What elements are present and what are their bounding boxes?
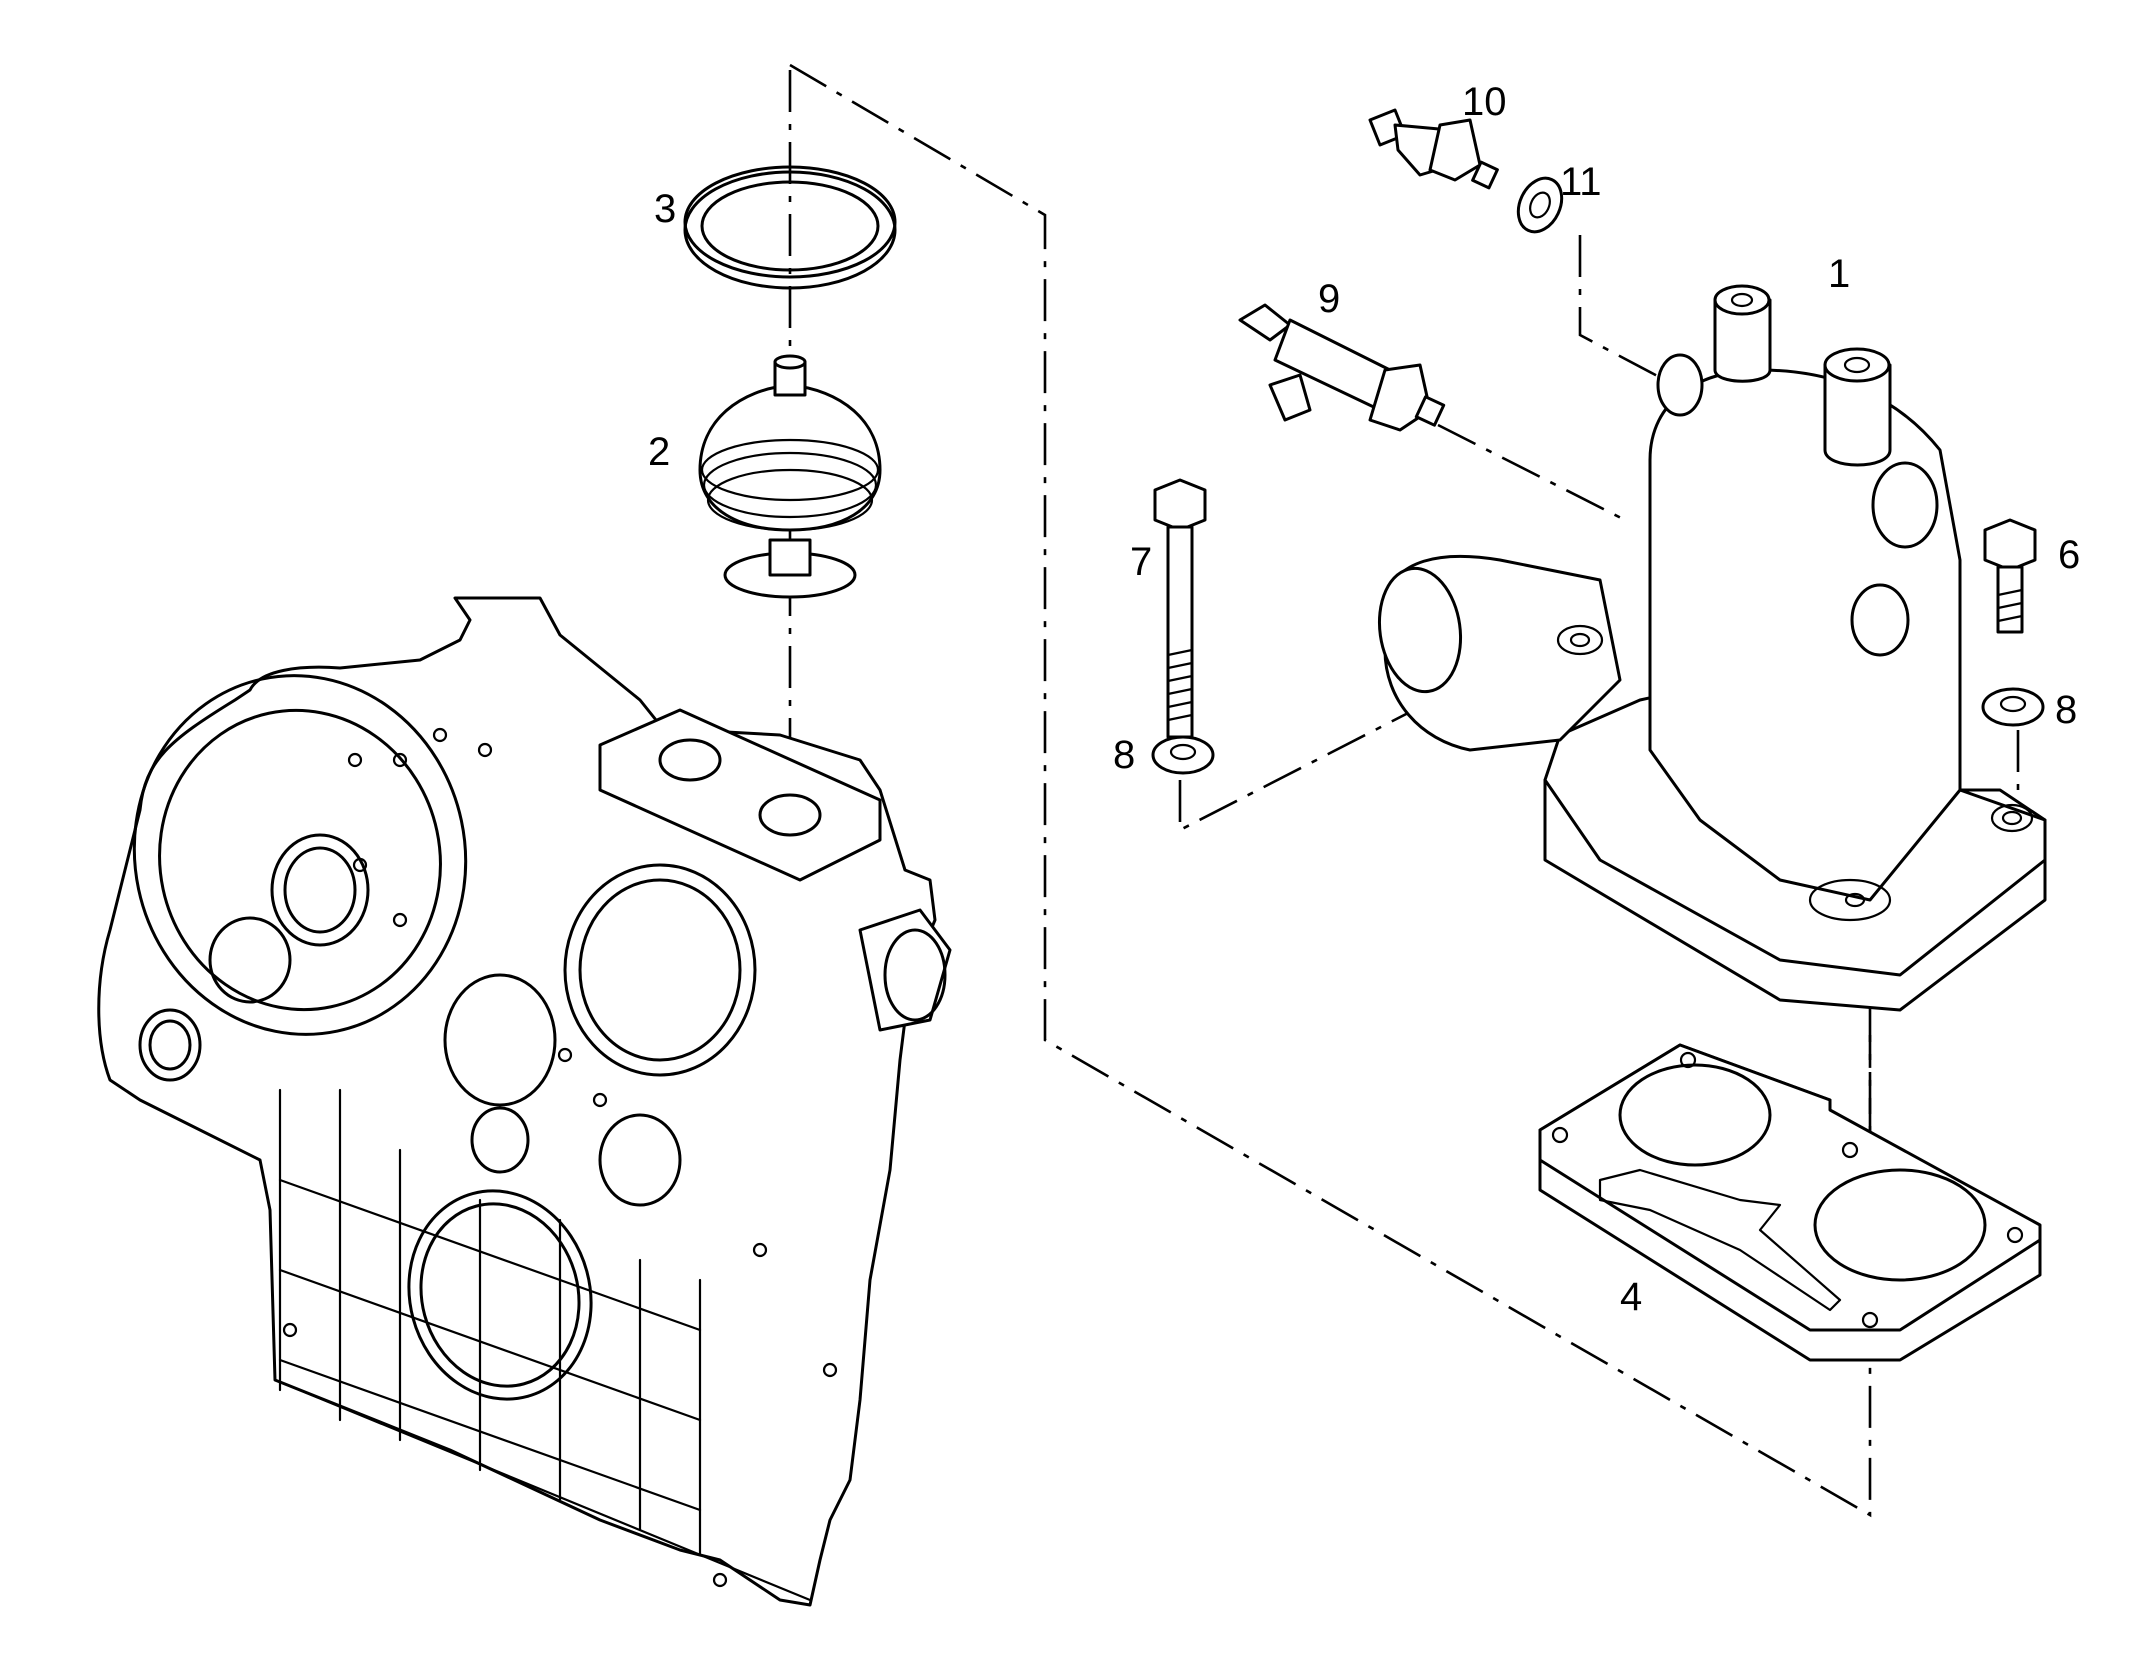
- temperature-sender: [1238, 303, 1446, 432]
- label-part-3: 3: [654, 187, 676, 231]
- timing-cover: [97, 596, 952, 1607]
- label-part-11: 11: [1560, 160, 1602, 204]
- gasket: [1538, 1043, 2042, 1362]
- bolt-short: [1983, 518, 2037, 634]
- callout-labels: 1 2 3 4 6 7 8 8 9 10 11: [648, 80, 2080, 1319]
- label-part-8-right: 8: [2055, 688, 2077, 732]
- housing: [1377, 284, 2047, 1012]
- bolt-long: [1153, 478, 1207, 739]
- label-part-8-left: 8: [1113, 733, 1135, 777]
- seal-ring: [683, 165, 897, 290]
- washer-left: [1151, 735, 1215, 775]
- thermostat: [698, 354, 882, 599]
- label-part-6: 6: [2058, 533, 2080, 577]
- label-part-10: 10: [1462, 80, 1507, 124]
- label-part-4: 4: [1620, 1275, 1642, 1319]
- label-part-1: 1: [1828, 252, 1850, 296]
- label-part-9: 9: [1318, 277, 1340, 321]
- sealing-washer: [1516, 176, 1564, 234]
- washer-right: [1981, 687, 2045, 727]
- label-part-7: 7: [1130, 540, 1152, 584]
- temperature-switch: [1368, 108, 1499, 190]
- label-part-2: 2: [648, 430, 670, 474]
